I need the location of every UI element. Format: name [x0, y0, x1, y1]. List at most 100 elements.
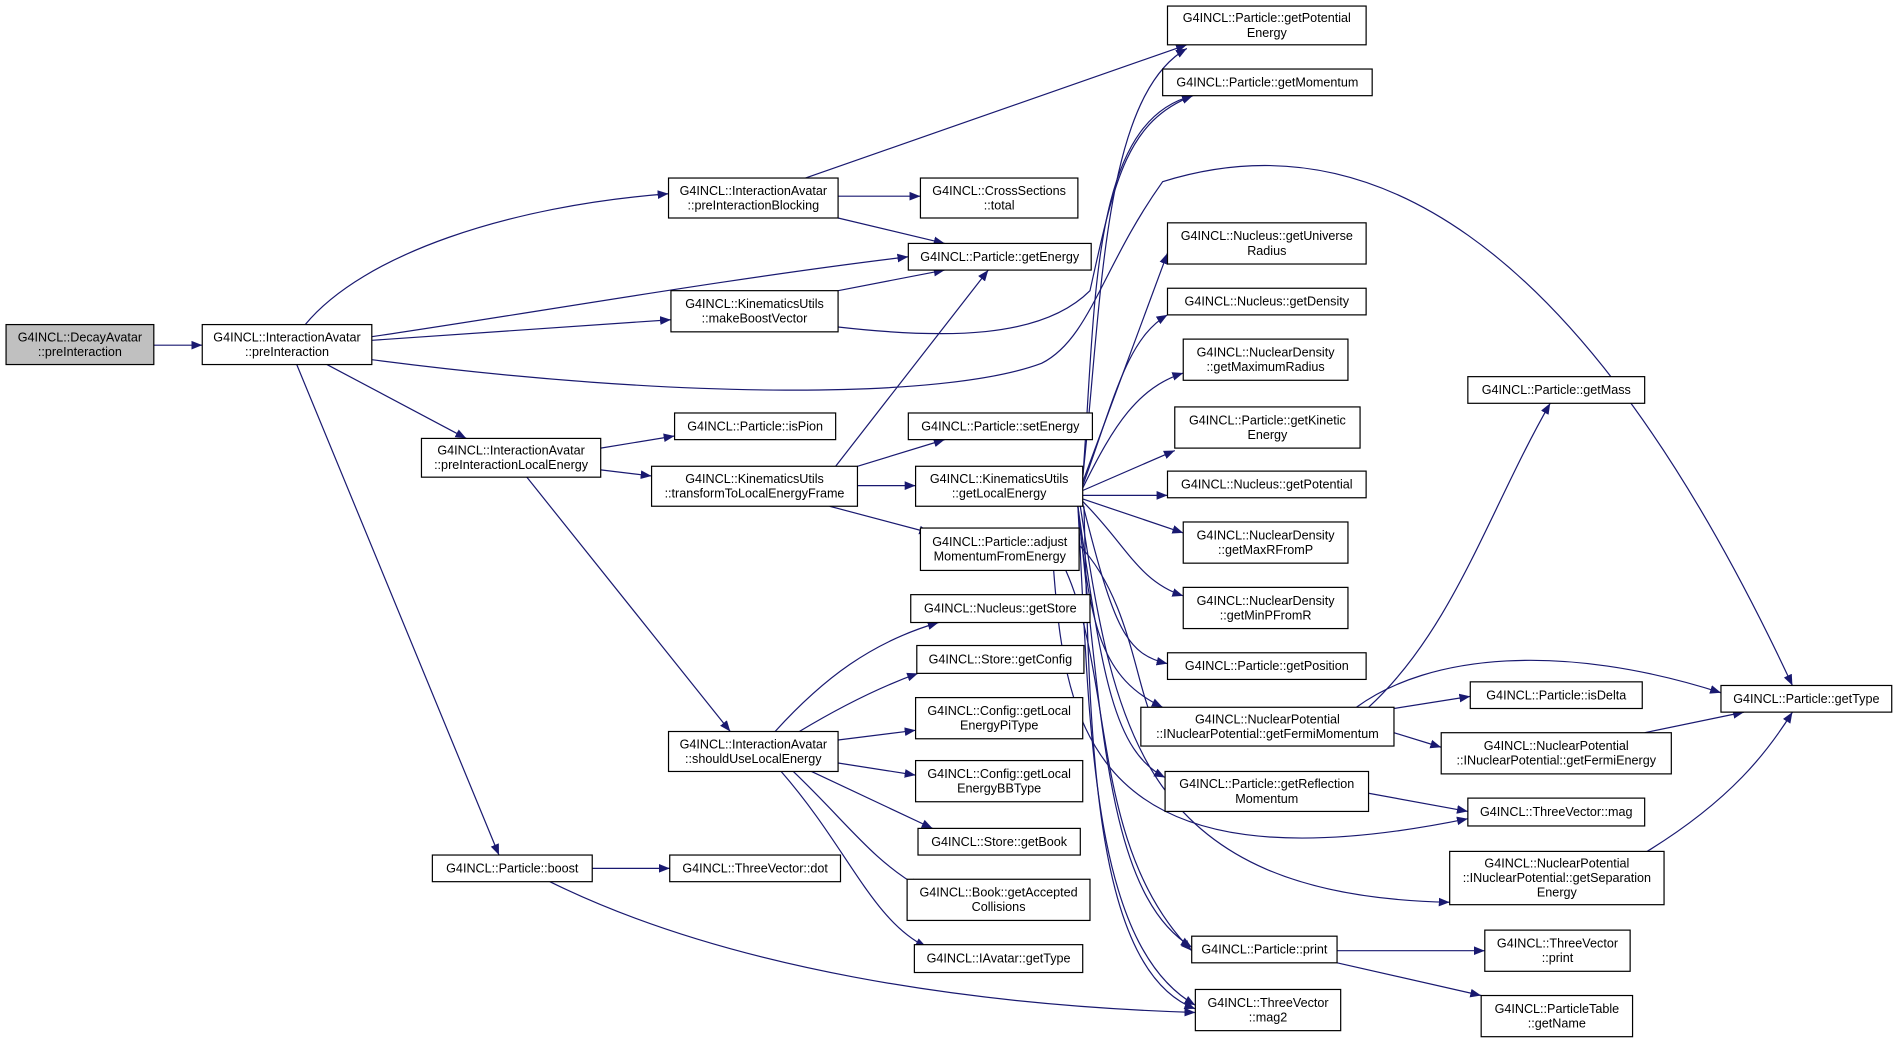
- node-label-line: G4INCL::Particle::isPion: [687, 419, 823, 433]
- function-node[interactable]: G4INCL::NuclearPotential::INuclearPotent…: [1449, 850, 1665, 906]
- call-edge: [601, 470, 652, 480]
- edge-path: [1647, 712, 1792, 851]
- node-box: [1194, 988, 1342, 1032]
- node-label-line: ::preInteractionLocalEnergy: [434, 458, 589, 472]
- call-edge: [372, 316, 671, 341]
- function-node[interactable]: G4INCL::Nucleus::getStore: [910, 594, 1091, 624]
- call-edge: [1083, 504, 1168, 666]
- call-edge: [1647, 712, 1792, 851]
- function-node[interactable]: G4INCL::KinematicsUtils::makeBoostVector: [670, 290, 839, 333]
- edge-path: [372, 316, 671, 341]
- edge-path: [1083, 372, 1184, 488]
- edge-path: [1078, 506, 1165, 777]
- function-node[interactable]: G4INCL::Store::getConfig: [916, 644, 1085, 674]
- call-edge: [305, 190, 668, 325]
- root-function-node[interactable]: G4INCL::DecayAvatar::preInteraction: [5, 323, 155, 366]
- function-node[interactable]: G4INCL::ParticleTable::getName: [1480, 994, 1634, 1038]
- node-label-line: G4INCL::Particle::isDelta: [1486, 688, 1626, 702]
- function-node[interactable]: G4INCL::Particle::setEnergy: [907, 412, 1094, 441]
- edge-path: [1083, 504, 1168, 666]
- function-node[interactable]: G4INCL::ThreeVector::dot: [669, 854, 842, 883]
- function-node[interactable]: G4INCL::Particle::print: [1191, 935, 1338, 964]
- node-label-line: G4INCL::Particle::boost: [446, 861, 579, 875]
- node-label-line: ::getMaximumRadius: [1206, 360, 1324, 374]
- node-label-line: ::preInteraction: [245, 345, 329, 359]
- call-edge: [601, 433, 675, 448]
- node-label-line: ::getName: [1528, 1016, 1586, 1030]
- edge-path: [1083, 48, 1187, 477]
- function-node[interactable]: G4INCL::NuclearPotential::INuclearPotent…: [1140, 706, 1395, 747]
- function-node[interactable]: G4INCL::Particle::getMomentum: [1162, 68, 1373, 97]
- node-label-line: G4INCL::NuclearPotential: [1484, 857, 1629, 871]
- function-node[interactable]: G4INCL::InteractionAvatar::shouldUseLoca…: [667, 730, 839, 773]
- function-node[interactable]: G4INCL::InteractionAvatar::preInteractio…: [201, 323, 373, 366]
- call-edge: [550, 882, 1196, 1017]
- node-box: [1182, 338, 1349, 381]
- function-node[interactable]: G4INCL::InteractionAvatar::preInteractio…: [667, 177, 839, 219]
- call-edge: [857, 438, 944, 467]
- node-label-line: ::mag2: [1249, 1010, 1288, 1024]
- node-label-line: G4INCL::Nucleus::getPotential: [1181, 478, 1353, 492]
- function-node[interactable]: G4INCL::Particle::isPion: [673, 412, 837, 441]
- node-box: [906, 878, 1091, 922]
- function-node[interactable]: G4INCL::ThreeVector::print: [1484, 929, 1631, 972]
- function-node[interactable]: G4INCL::NuclearDensity::getMaxRFromP: [1182, 521, 1349, 564]
- node-label-line: Energy: [1537, 886, 1578, 900]
- node-box: [907, 412, 1094, 441]
- node-label-line: G4INCL::InteractionAvatar: [213, 330, 360, 344]
- node-box: [669, 854, 842, 883]
- call-edge: [811, 771, 932, 828]
- node-label-line: G4INCL::Nucleus::getUniverse: [1181, 229, 1353, 243]
- function-node[interactable]: G4INCL::InteractionAvatar::preInteractio…: [420, 437, 602, 478]
- node-box: [1440, 732, 1672, 775]
- node-box: [1164, 770, 1370, 813]
- node-label-line: G4INCL::KinematicsUtils: [930, 472, 1069, 486]
- node-label-line: G4INCL::Store::getBook: [931, 835, 1068, 849]
- function-node[interactable]: G4INCL::KinematicsUtils::getLocalEnergy: [914, 465, 1084, 507]
- function-node[interactable]: G4INCL::Particle::getPosition: [1166, 652, 1367, 681]
- function-node[interactable]: G4INCL::ThreeVector::mag: [1467, 797, 1646, 827]
- function-node[interactable]: G4INCL::NuclearDensity::getMaximumRadius: [1182, 338, 1349, 381]
- node-box: [673, 412, 837, 441]
- function-node[interactable]: G4INCL::Nucleus::getPotential: [1166, 470, 1367, 499]
- node-label-line: G4INCL::ThreeVector::mag: [1480, 805, 1633, 819]
- edge-path: [550, 882, 1196, 1017]
- node-label-line: G4INCL::Particle::getKinetic: [1189, 413, 1346, 427]
- function-node[interactable]: G4INCL::Particle::adjustMomentumFromEner…: [919, 527, 1080, 572]
- function-node[interactable]: G4INCL::NuclearPotential::INuclearPotent…: [1440, 732, 1672, 775]
- function-node[interactable]: G4INCL::Particle::isDelta: [1469, 681, 1643, 710]
- call-edge: [838, 727, 916, 740]
- function-node[interactable]: G4INCL::CrossSections::total: [919, 177, 1079, 219]
- function-node[interactable]: G4INCL::Particle::getType: [1720, 684, 1893, 713]
- node-label-line: ::preInteractionBlocking: [687, 198, 819, 212]
- function-node[interactable]: G4INCL::NuclearDensity::getMinPFromR: [1182, 586, 1349, 630]
- function-node[interactable]: G4INCL::Particle::getMass: [1467, 376, 1646, 404]
- call-edge: [327, 365, 466, 439]
- function-node[interactable]: G4INCL::ThreeVector::mag2: [1194, 988, 1342, 1032]
- edge-path: [838, 96, 1193, 334]
- function-node[interactable]: G4INCL::Particle::getEnergy: [907, 242, 1092, 271]
- call-edge: [1369, 793, 1468, 814]
- node-box: [913, 944, 1084, 974]
- function-node[interactable]: G4INCL::IAvatar::getType: [913, 944, 1084, 974]
- node-label-line: ::print: [1542, 951, 1574, 965]
- function-node[interactable]: G4INCL::KinematicsUtils::transformToLoca…: [650, 465, 859, 507]
- node-label-line: G4INCL::Particle::setEnergy: [921, 419, 1080, 433]
- call-edge: [799, 673, 918, 731]
- function-node[interactable]: G4INCL::Nucleus::getDensity: [1166, 287, 1367, 316]
- function-node[interactable]: G4INCL::Store::getBook: [917, 827, 1081, 856]
- node-box: [420, 437, 602, 478]
- node-label-line: Radius: [1247, 244, 1286, 258]
- node-label-line: ::total: [984, 198, 1015, 212]
- edge-path: [1054, 570, 1468, 838]
- edge-path: [836, 270, 989, 466]
- function-node[interactable]: G4INCL::Particle::boost: [431, 854, 593, 883]
- edge-path: [793, 771, 920, 887]
